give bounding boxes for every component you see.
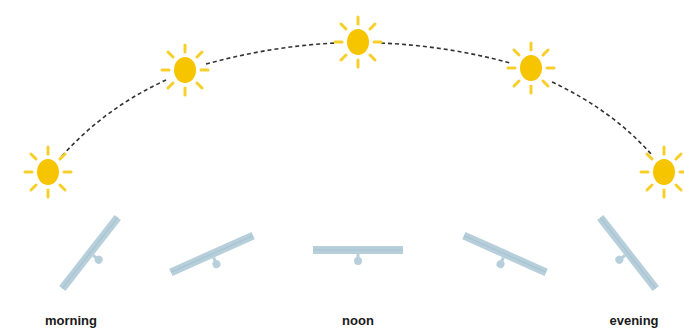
time-label: noon <box>342 314 374 327</box>
time-label: morning <box>45 314 97 327</box>
time-label: evening <box>609 314 658 327</box>
solar-panel <box>59 215 659 298</box>
sun <box>25 17 684 197</box>
